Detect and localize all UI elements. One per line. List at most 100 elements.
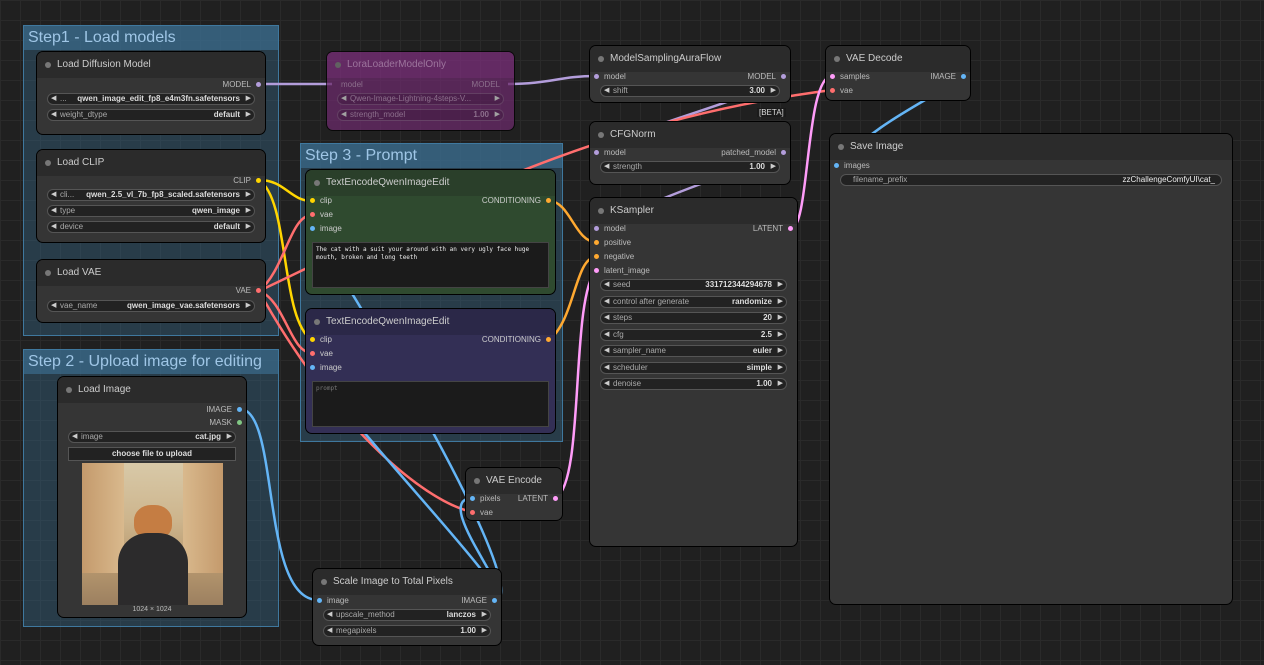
input-positive-dot[interactable]	[594, 240, 599, 245]
strength-model-widget[interactable]: ◀ strength_model 1.00 ▶	[337, 109, 504, 121]
left-arrow-icon[interactable]: ◀	[604, 87, 610, 94]
weight-dtype-widget[interactable]: ◀ weight_dtype default ▶	[47, 109, 255, 121]
left-arrow-icon[interactable]: ◀	[341, 95, 347, 102]
right-arrow-icon[interactable]: ▶	[245, 191, 251, 198]
right-arrow-icon[interactable]: ▶	[777, 364, 783, 371]
input-image-dot[interactable]	[317, 598, 322, 603]
control-after-generate-widget[interactable]: ◀ control after generate randomize ▶	[600, 296, 787, 308]
input-model-dot[interactable]	[594, 150, 599, 155]
left-arrow-icon[interactable]: ◀	[604, 314, 610, 321]
left-arrow-icon[interactable]: ◀	[72, 433, 78, 440]
input-vae-dot[interactable]	[310, 351, 315, 356]
input-clip-dot[interactable]	[310, 337, 315, 342]
seed-widget[interactable]: ◀ seed 331712344294678 ▶	[600, 279, 787, 291]
input-negative-dot[interactable]	[594, 254, 599, 259]
node-load-clip[interactable]: Load CLIP CLIP ◀ cli... qwen_2.5_vl_7b_f…	[37, 150, 265, 242]
prompt-textarea[interactable]: prompt	[312, 381, 549, 427]
input-latent-dot[interactable]	[594, 268, 599, 273]
node-load-image[interactable]: Load Image IMAGE MASK ◀ image cat.jpg ▶ …	[58, 377, 246, 617]
right-arrow-icon[interactable]: ▶	[494, 95, 500, 102]
output-image-dot[interactable]	[492, 598, 497, 603]
right-arrow-icon[interactable]: ▶	[777, 281, 783, 288]
output-image-dot[interactable]	[961, 74, 966, 79]
output-image-dot[interactable]	[237, 407, 242, 412]
input-vae-dot[interactable]	[310, 212, 315, 217]
clip-device-widget[interactable]: ◀ device default ▶	[47, 221, 255, 233]
right-arrow-icon[interactable]: ▶	[481, 611, 487, 618]
left-arrow-icon[interactable]: ◀	[341, 111, 347, 118]
right-arrow-icon[interactable]: ▶	[777, 380, 783, 387]
right-arrow-icon[interactable]: ▶	[777, 298, 783, 305]
input-model-dot[interactable]	[594, 226, 599, 231]
node-text-encode-negative[interactable]: TextEncodeQwenImageEdit clip vae image C…	[306, 309, 555, 433]
left-arrow-icon[interactable]: ◀	[51, 95, 57, 102]
left-arrow-icon[interactable]: ◀	[604, 380, 610, 387]
input-pixels-dot[interactable]	[470, 496, 475, 501]
input-model-dot[interactable]	[594, 74, 599, 79]
left-arrow-icon[interactable]: ◀	[604, 347, 610, 354]
left-arrow-icon[interactable]: ◀	[51, 191, 57, 198]
node-vae-decode[interactable]: VAE Decode samples vae IMAGE	[826, 46, 970, 100]
right-arrow-icon[interactable]: ▶	[245, 302, 251, 309]
left-arrow-icon[interactable]: ◀	[51, 111, 57, 118]
cfg-widget[interactable]: ◀ cfg 2.5 ▶	[600, 329, 787, 341]
output-vae-dot[interactable]	[256, 288, 261, 293]
left-arrow-icon[interactable]: ◀	[604, 331, 610, 338]
input-images-dot[interactable]	[834, 163, 839, 168]
lora-name-widget[interactable]: ◀ Qwen-Image-Lightning-4steps-V... ▶	[337, 93, 504, 105]
node-lora-loader[interactable]: LoraLoaderModelOnly model MODEL ◀ Qwen-I…	[327, 52, 514, 130]
left-arrow-icon[interactable]: ◀	[51, 302, 57, 309]
right-arrow-icon[interactable]: ▶	[245, 95, 251, 102]
input-clip-dot[interactable]	[310, 198, 315, 203]
denoise-widget[interactable]: ◀ denoise 1.00 ▶	[600, 378, 787, 390]
node-save-image[interactable]: Save Image images filename_prefix zzChal…	[830, 134, 1232, 604]
shift-widget[interactable]: ◀ shift 3.00 ▶	[600, 85, 780, 97]
left-arrow-icon[interactable]: ◀	[604, 298, 610, 305]
clip-type-widget[interactable]: ◀ type qwen_image ▶	[47, 205, 255, 217]
clip-name-widget[interactable]: ◀ cli... qwen_2.5_vl_7b_fp8_scaled.safet…	[47, 189, 255, 201]
left-arrow-icon[interactable]: ◀	[51, 223, 57, 230]
steps-widget[interactable]: ◀ steps 20 ▶	[600, 312, 787, 324]
right-arrow-icon[interactable]: ▶	[777, 331, 783, 338]
right-arrow-icon[interactable]: ▶	[494, 111, 500, 118]
left-arrow-icon[interactable]: ◀	[604, 163, 610, 170]
node-load-diffusion-model[interactable]: Load Diffusion Model MODEL ◀ ... qwen_im…	[37, 52, 265, 134]
input-image-dot[interactable]	[310, 365, 315, 370]
output-conditioning-dot[interactable]	[546, 198, 551, 203]
left-arrow-icon[interactable]: ◀	[327, 627, 333, 634]
strength-widget[interactable]: ◀ strength 1.00 ▶	[600, 161, 780, 173]
output-conditioning-dot[interactable]	[546, 337, 551, 342]
scheduler-widget[interactable]: ◀ scheduler simple ▶	[600, 362, 787, 374]
node-vae-encode[interactable]: VAE Encode pixels vae LATENT	[466, 468, 562, 520]
output-model-dot[interactable]	[781, 74, 786, 79]
right-arrow-icon[interactable]: ▶	[777, 314, 783, 321]
node-model-sampling-auraflow[interactable]: ModelSamplingAuraFlow model MODEL ◀ shif…	[590, 46, 790, 102]
right-arrow-icon[interactable]: ▶	[245, 111, 251, 118]
sampler-name-widget[interactable]: ◀ sampler_name euler ▶	[600, 345, 787, 357]
output-model-dot[interactable]	[256, 82, 261, 87]
right-arrow-icon[interactable]: ▶	[777, 347, 783, 354]
node-scale-image[interactable]: Scale Image to Total Pixels image IMAGE …	[313, 569, 501, 645]
image-select-widget[interactable]: ◀ image cat.jpg ▶	[68, 431, 236, 443]
upload-button[interactable]: choose file to upload	[68, 447, 236, 461]
input-vae-dot[interactable]	[470, 510, 475, 515]
output-model-dot[interactable]	[781, 150, 786, 155]
node-text-encode-positive[interactable]: TextEncodeQwenImageEdit clip vae image C…	[306, 170, 555, 294]
node-cfgnorm[interactable]: CFGNorm model patched_model ◀ strength 1…	[590, 122, 790, 184]
left-arrow-icon[interactable]: ◀	[604, 364, 610, 371]
filename-prefix-widget[interactable]: filename_prefix zzChallengeComfyUI\cat_	[840, 174, 1222, 186]
right-arrow-icon[interactable]: ▶	[245, 223, 251, 230]
output-mask-dot[interactable]	[237, 420, 242, 425]
input-vae-dot[interactable]	[830, 88, 835, 93]
node-load-vae[interactable]: Load VAE VAE ◀ vae_name qwen_image_vae.s…	[37, 260, 265, 322]
input-image-dot[interactable]	[310, 226, 315, 231]
right-arrow-icon[interactable]: ▶	[481, 627, 487, 634]
output-clip-dot[interactable]	[256, 178, 261, 183]
input-samples-dot[interactable]	[830, 74, 835, 79]
unet-name-widget[interactable]: ◀ ... qwen_image_edit_fp8_e4m3fn.safeten…	[47, 93, 255, 105]
output-latent-dot[interactable]	[788, 226, 793, 231]
left-arrow-icon[interactable]: ◀	[604, 281, 610, 288]
right-arrow-icon[interactable]: ▶	[226, 433, 232, 440]
node-ksampler[interactable]: KSampler model positive negative latent_…	[590, 198, 797, 546]
right-arrow-icon[interactable]: ▶	[770, 87, 776, 94]
